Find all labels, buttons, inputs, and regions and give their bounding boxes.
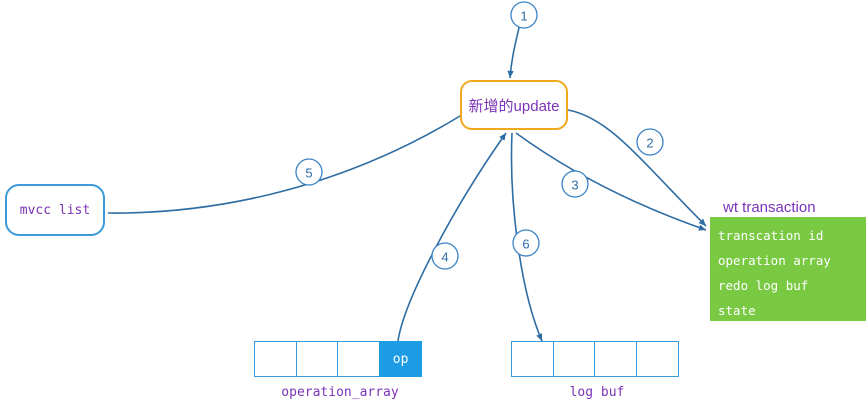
edge-3-path (515, 132, 707, 231)
edge-number-4-label: 4 (441, 250, 448, 265)
edge-number-1: 1 (510, 1, 538, 29)
log-buf-cell[interactable] (594, 341, 638, 377)
operation-array-cell-op[interactable]: op (379, 341, 423, 377)
operation-array[interactable]: op (254, 341, 423, 377)
mvcc-list-label: mvcc list (19, 202, 91, 218)
log-buf-cell[interactable] (511, 341, 554, 377)
transaction-field-operation-array: operation array (718, 253, 831, 268)
edge-number-1-label: 1 (520, 9, 527, 24)
transaction-field-id: transcation id (718, 228, 824, 243)
edge-number-5-label: 5 (305, 166, 312, 181)
edge-5-path (107, 115, 461, 214)
operation-array-label: operation_array (281, 385, 399, 400)
operation-array-cell[interactable] (337, 341, 381, 377)
edge-number-6: 6 (512, 229, 540, 257)
transaction-field-redo-log-buf: redo log buf (718, 278, 809, 293)
log-buf-cell[interactable] (552, 341, 596, 377)
log-buf-array[interactable] (511, 341, 680, 377)
edge-4-path (397, 132, 507, 342)
edge-number-4: 4 (431, 242, 459, 270)
update-node-label: 新增的update (468, 97, 560, 115)
edge-number-2-label: 2 (646, 136, 653, 151)
log-buf-cell[interactable] (636, 341, 680, 377)
wt-transaction-title: wt transaction (723, 199, 816, 216)
edge-number-3-label: 3 (571, 178, 578, 193)
wt-transaction-box[interactable]: transcation id operation array redo log … (710, 217, 866, 321)
edge-number-5: 5 (295, 158, 323, 186)
edge-number-3: 3 (561, 170, 589, 198)
mvcc-list-node[interactable]: mvcc list (5, 184, 105, 236)
operation-array-cell[interactable] (254, 341, 297, 377)
edge-number-6-label: 6 (522, 237, 529, 252)
operation-array-cell-text: op (392, 351, 409, 367)
operation-array-cell[interactable] (295, 341, 339, 377)
edge-2-path (567, 109, 707, 227)
transaction-field-state: state (718, 303, 756, 318)
edge-number-2: 2 (636, 128, 664, 156)
update-node[interactable]: 新增的update (460, 80, 568, 130)
log-buf-label: log buf (569, 385, 625, 400)
